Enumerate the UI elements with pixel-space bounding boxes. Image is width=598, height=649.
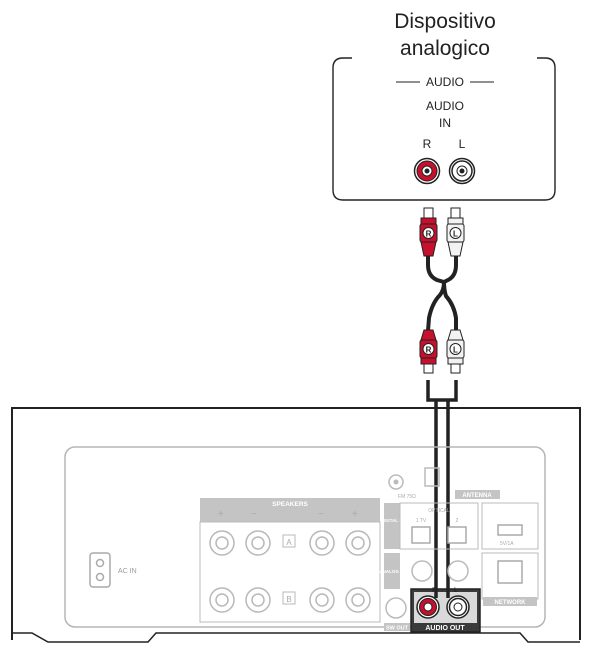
speaker-b-label: B <box>286 595 291 604</box>
digital-in-section: DIGITAL IN OPTICAL 1 TV 2 <box>380 502 479 550</box>
svg-text:+: + <box>218 509 224 520</box>
bottom-plug-l: L <box>446 329 465 374</box>
connection-bracket <box>426 380 458 402</box>
optical-2-label: 2 <box>456 518 459 524</box>
svg-text:+: + <box>352 509 358 520</box>
top-plug-r: R <box>419 207 438 257</box>
audio-in-label-line2: IN <box>439 116 451 130</box>
ac-in-label: AC IN <box>118 568 137 575</box>
antenna-label: ANTENNA <box>462 493 492 499</box>
receiver-rear-panel: AC IN SPEAKERS A B + − − + <box>11 407 581 643</box>
svg-text:−: − <box>251 509 257 520</box>
digital-in-label: DIGITAL IN <box>380 518 403 523</box>
jack-l-label: L <box>459 137 466 151</box>
network-label: NETWORK <box>495 600 527 606</box>
rca-cable: R L R L <box>419 207 465 585</box>
usb-rating-label: 5V/1A <box>500 541 514 547</box>
jack-r-label: R <box>423 137 432 151</box>
audio-out-l-label: L <box>454 588 458 594</box>
antenna-section: FM 75Ω ANTENNA <box>388 467 500 500</box>
optical-label: OPTICAL <box>428 508 450 514</box>
usb-section: 5V/1A <box>481 502 539 550</box>
rca-jack-r <box>413 157 441 185</box>
ac-in-socket: AC IN <box>89 552 137 588</box>
analog-device: Dispositivo analogico AUDIO AUDIO IN R L <box>332 10 556 201</box>
fm-label: FM 75Ω <box>398 494 416 500</box>
rca-jack-l <box>448 157 476 185</box>
speaker-terminals: SPEAKERS A B + − − + <box>199 498 381 623</box>
bottom-plug-r: R <box>419 329 438 374</box>
analog-in-label: ANALOG IN <box>379 569 404 574</box>
sw-out-label: SW OUT <box>386 626 409 632</box>
speakers-label: SPEAKERS <box>272 501 308 508</box>
bottom-plug-l-mark: L <box>453 346 458 355</box>
device-title-line2: analogico <box>400 37 490 60</box>
network-section: NETWORK <box>481 552 539 606</box>
device-title-line1: Dispositivo <box>394 10 496 33</box>
audio-header-label: AUDIO <box>426 75 464 89</box>
top-plug-l-mark: L <box>453 230 458 239</box>
top-plug-r-mark: R <box>426 230 432 239</box>
audio-in-label-line1: AUDIO <box>426 99 464 113</box>
top-plug-l: L <box>446 207 465 257</box>
bottom-plug-r-mark: R <box>426 346 432 355</box>
analog-in-section: ANALOG IN <box>379 553 469 589</box>
audio-out-terminal: R L AUDIO OUT <box>410 588 481 633</box>
sw-out-section: SW OUT <box>384 597 410 632</box>
svg-text:−: − <box>318 509 324 520</box>
optical-1-label: 1 TV <box>416 518 427 524</box>
audio-out-label: AUDIO OUT <box>425 625 465 632</box>
speaker-a-label: A <box>286 538 292 547</box>
